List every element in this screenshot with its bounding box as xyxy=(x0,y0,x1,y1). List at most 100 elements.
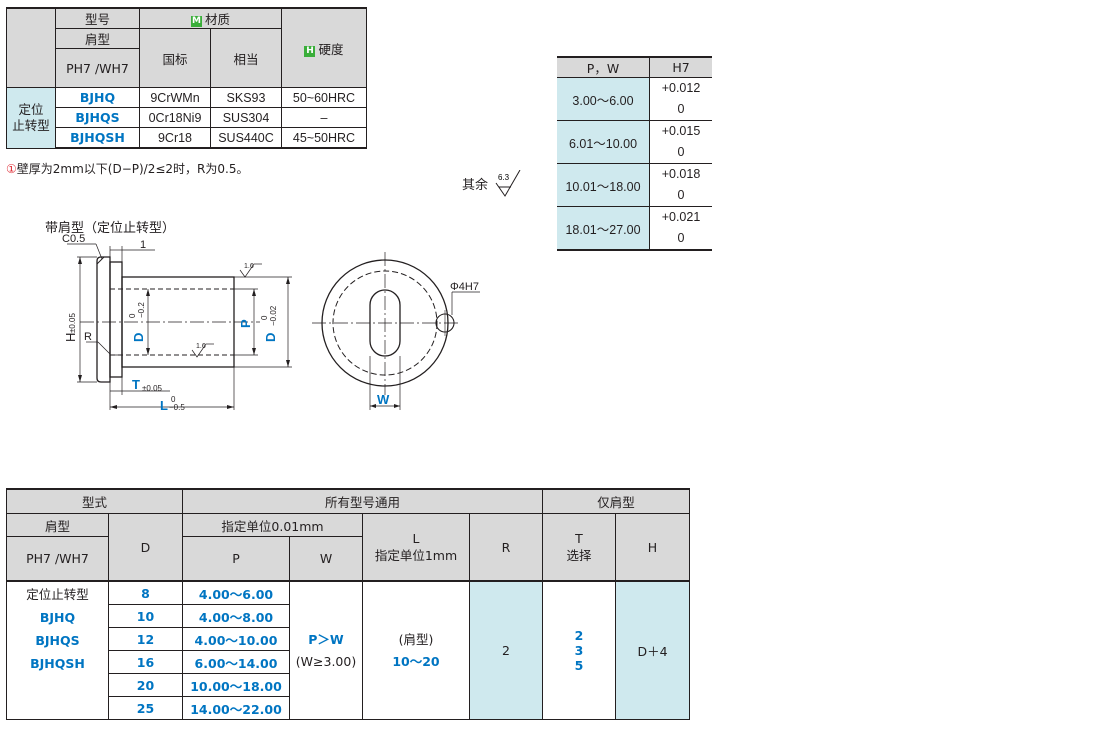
type-label: 定位 止转型 xyxy=(6,87,56,149)
material-gb: 0Cr18Ni9 xyxy=(139,107,211,128)
phi-label: Φ4H7 xyxy=(450,281,479,293)
dim-1-label: 1 xyxy=(140,239,146,251)
spec-d-value: 10 xyxy=(108,604,183,628)
chamfer-label: C0.5 xyxy=(62,233,85,245)
spec-t-value: 5 xyxy=(574,658,584,673)
gb-header: 国标 xyxy=(139,28,211,88)
spec-header-h: H xyxy=(615,513,690,582)
spec-p-value: 4.00～6.00 xyxy=(182,580,290,605)
spec-header-d: D xyxy=(108,513,183,582)
material-badge-icon: M xyxy=(190,16,202,27)
spec-t-value: 2 xyxy=(574,628,584,643)
d-inner-tol-l: −0.2 xyxy=(137,302,146,318)
spec-d-value: 20 xyxy=(108,673,183,697)
l-tol-u: 0 xyxy=(171,395,176,404)
p-label: P xyxy=(238,319,253,328)
spec-l-note: (肩型) xyxy=(398,631,434,647)
hardness-badge-icon: H xyxy=(304,45,316,57)
spec-w-rule: P＞W xyxy=(308,631,344,647)
material-gb: 9Cr18 xyxy=(139,127,211,149)
spec-type-code: BJHQ xyxy=(39,610,76,625)
figure-title: 带肩型（定位止转型） xyxy=(45,221,176,236)
spec-t-value: 3 xyxy=(574,643,584,658)
d-outer-tol-u: 0 xyxy=(260,315,269,320)
spec-type-cell: 定位止转型 BJHQ BJHQS BJHQSH xyxy=(6,580,109,720)
d-outer-tol-l: −0.02 xyxy=(269,305,278,326)
h-tol-label: ±0.05 xyxy=(68,312,77,333)
spec-p-value: 10.00～18.00 xyxy=(182,673,290,697)
note-text: 壁厚为2mm以下(D−P)/2≤2时，R为0.5。 xyxy=(16,162,249,176)
roughness-symbol-icon: 6.3 xyxy=(495,170,521,197)
roughness-1-label: 1.6 xyxy=(244,263,254,270)
material-hardness: 50~60HRC xyxy=(281,87,367,108)
spec-h-value: D＋4 xyxy=(615,580,690,720)
spec-l-range: 10～20 xyxy=(392,653,440,669)
spec-header-fit: PH7 /WH7 xyxy=(6,536,109,582)
d-inner-label: D xyxy=(131,333,146,342)
spec-p-value: 4.00～10.00 xyxy=(182,627,290,651)
h-label: H xyxy=(63,333,78,342)
spec-l-cell: (肩型) 10～20 xyxy=(362,580,470,720)
material-gb: 9CrWMn xyxy=(139,87,211,108)
spec-w-min: (W≥3.00) xyxy=(295,653,357,669)
material-code: BJHQS xyxy=(55,107,140,128)
spec-header-all: 所有型号通用 xyxy=(182,488,543,514)
tol-header-h7: H7 xyxy=(649,56,712,78)
l-tol-l: −0.5 xyxy=(169,403,185,412)
spec-header-shoulder: 肩型 xyxy=(6,513,109,537)
material-eq: SKS93 xyxy=(210,87,282,108)
shoulder-header: 肩型 xyxy=(55,28,140,49)
front-view xyxy=(312,252,480,410)
spec-type-code: BJHQSH xyxy=(30,656,85,671)
tol-range: 3.00～6.00 xyxy=(557,77,650,121)
spec-d-value: 16 xyxy=(108,650,183,674)
tol-header-pw: P，W xyxy=(557,56,650,78)
surface-roughness-note: 其余 xyxy=(462,174,488,193)
r-label: R xyxy=(84,331,92,343)
material-code: BJHQ xyxy=(55,87,140,108)
w-label: W xyxy=(377,392,390,407)
tol-range: 6.01～10.00 xyxy=(557,120,650,164)
spec-type-code: BJHQS xyxy=(35,633,80,648)
spec-header-w: W xyxy=(289,536,363,582)
surface-label: 其余 xyxy=(462,178,489,193)
spec-type-label: 定位止转型 xyxy=(26,587,89,602)
t-tol-label: ±0.05 xyxy=(142,384,163,393)
t-label: T xyxy=(132,377,140,392)
spec-p-value: 14.00～22.00 xyxy=(182,696,290,720)
corner-cell xyxy=(6,7,56,88)
material-eq: SUS440C xyxy=(210,127,282,149)
roughness-2-label: 1.6 xyxy=(196,343,206,350)
spec-header-r: R xyxy=(469,513,543,582)
spec-header-unit001: 指定单位0.01mm xyxy=(182,513,363,537)
spec-d-value: 25 xyxy=(108,696,183,720)
equivalent-header: 相当 xyxy=(210,28,282,88)
tol-range: 10.01～18.00 xyxy=(557,163,650,207)
spec-p-value: 4.00～8.00 xyxy=(182,604,290,628)
material-hardness: – xyxy=(281,107,367,128)
spec-p-value: 6.00～14.00 xyxy=(182,650,290,674)
spec-header-p: P xyxy=(182,536,290,582)
spec-r-value: 2 xyxy=(469,580,543,720)
note-mark: ① xyxy=(6,162,17,176)
wall-thickness-note: ①壁厚为2mm以下(D−P)/2≤2时，R为0.5。 xyxy=(6,160,248,177)
fit-header: PH7 /WH7 xyxy=(55,48,140,88)
dimension-lines xyxy=(67,243,292,410)
spec-d-value: 8 xyxy=(108,580,183,605)
tol-range: 18.01～27.00 xyxy=(557,206,650,251)
spec-w-cell: P＞W (W≥3.00) xyxy=(289,580,363,720)
spec-header-type: 型式 xyxy=(6,488,183,514)
material-code: BJHQSH xyxy=(55,127,140,149)
material-hardness: 45~50HRC xyxy=(281,127,367,149)
side-view xyxy=(80,256,260,383)
